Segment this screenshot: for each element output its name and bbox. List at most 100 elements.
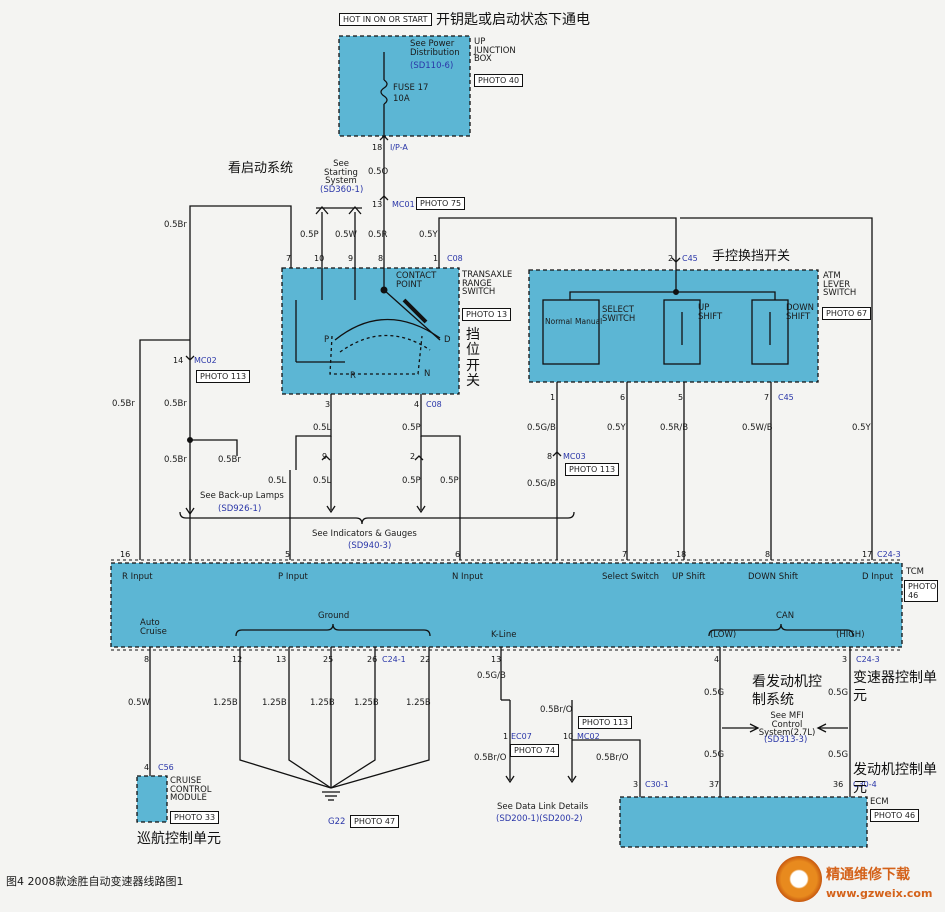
tr-pin-3: 3 bbox=[325, 400, 331, 409]
figure-caption: 图4 2008款途胜自动变速器线路图1 bbox=[6, 875, 184, 888]
tcm-pin-5: 5 bbox=[285, 550, 291, 559]
wire-125b-3: 1.25B bbox=[310, 698, 335, 708]
tr-cn: 挡位开关 bbox=[466, 327, 480, 390]
atm-pin-1: 1 bbox=[550, 393, 556, 402]
watermark-url: www.gzweix.com bbox=[826, 887, 933, 900]
tcm-b-pin-26: 26 bbox=[367, 655, 378, 664]
wire-br-top: 0.5Br bbox=[164, 220, 187, 230]
tcm-p-input: P Input bbox=[278, 572, 308, 582]
atm-manual: Manual bbox=[575, 317, 603, 326]
ecm-conn-b: C30-4 bbox=[853, 780, 877, 789]
tcm-title: TCM bbox=[906, 567, 924, 577]
mfi-see: See MFI Control System(2.7L) bbox=[758, 711, 816, 738]
tcm-pin-8: 8 bbox=[765, 550, 771, 559]
ecm-photo: PHOTO 46 bbox=[870, 809, 920, 822]
tr-pin-10: 10 bbox=[314, 254, 325, 263]
tcm-b-pin-8: 8 bbox=[144, 655, 150, 664]
tcm-pin-7: 7 bbox=[622, 550, 628, 559]
wire-l3: 0.5L bbox=[313, 476, 332, 486]
ec07-conn: EC07 bbox=[511, 732, 532, 741]
ground-photo: PHOTO 47 bbox=[350, 815, 400, 828]
atm-conn-bottom: C45 bbox=[778, 393, 794, 402]
wire-r-top: 0.5R bbox=[368, 230, 388, 240]
tcm-pin-6: 6 bbox=[455, 550, 461, 559]
cruise-conn: C56 bbox=[158, 763, 174, 772]
starting-ref: (SD360-1) bbox=[320, 185, 364, 195]
tcm-select-switch: Select Switch bbox=[602, 572, 660, 582]
atm-select: SELECT SWITCH bbox=[602, 305, 636, 324]
wire-p1: 0.5P bbox=[402, 423, 421, 433]
atm-up: UP SHIFT bbox=[698, 303, 723, 322]
hot-label-cn: 开钥匙或启动状态下通电 bbox=[436, 12, 590, 28]
tcm-kline: K-Line bbox=[491, 630, 517, 640]
wire-125b-4: 1.25B bbox=[354, 698, 379, 708]
tcm-module bbox=[111, 563, 902, 647]
junction-title: UP JUNCTION BOX bbox=[474, 37, 516, 64]
wire-br-lamp: 0.5Br bbox=[218, 455, 241, 465]
mc01-conn: MC01 bbox=[392, 200, 415, 209]
tr-contact: CONTACT POINT bbox=[396, 271, 437, 290]
mfi-cn: 看发动机控制系统 bbox=[752, 674, 822, 708]
wire-br-left: 0.5Br bbox=[112, 399, 135, 409]
atm-pin-5: 5 bbox=[678, 393, 684, 402]
splice-2: 2 bbox=[410, 452, 416, 461]
cruise-photo: PHOTO 33 bbox=[170, 811, 220, 824]
tr-conn-bottom: C08 bbox=[426, 400, 442, 409]
atm-photo: PHOTO 67 bbox=[822, 307, 872, 320]
wire-05g-2: 0.5G bbox=[704, 750, 725, 760]
tr-pin-4: 4 bbox=[414, 400, 420, 409]
wire-bro-1: 0.5Br/O bbox=[540, 705, 573, 715]
cruise-pin: 4 bbox=[144, 763, 150, 772]
wire-125b-1: 1.25B bbox=[213, 698, 238, 708]
tcm-photo: PHOTO 46 bbox=[904, 580, 938, 602]
wire-y3: 0.5Y bbox=[852, 423, 871, 433]
splice-9: 9 bbox=[322, 452, 328, 461]
atm-normal: Normal bbox=[545, 317, 573, 326]
tr-pos-d: D bbox=[444, 335, 451, 345]
mc02b-photo: PHOTO 113 bbox=[578, 716, 633, 729]
tr-pos-n: N bbox=[424, 369, 431, 379]
mc03-conn: MC03 bbox=[563, 452, 586, 461]
tcm-auto-cruise: Auto Cruise bbox=[140, 618, 167, 637]
see-power-ref: (SD110-6) bbox=[410, 61, 454, 71]
wire-p2: 0.5P bbox=[402, 476, 421, 486]
cruise-cn: 巡航控制单元 bbox=[137, 831, 221, 847]
wire-p-top: 0.5P bbox=[300, 230, 319, 240]
tcm-pin-17: 17 bbox=[862, 550, 873, 559]
tcm-r-input: R Input bbox=[122, 572, 153, 582]
backup-ref: (SD926-1) bbox=[218, 504, 262, 514]
indicators-ref: (SD940-3) bbox=[348, 541, 392, 551]
wire-l2: 0.5L bbox=[268, 476, 287, 486]
tr-title: TRANSAXLE RANGE SWITCH bbox=[462, 270, 513, 297]
tcm-conn-top: C24-3 bbox=[877, 550, 901, 559]
wire-bro-3: 0.5Br/O bbox=[596, 753, 629, 763]
tr-conn-top: C08 bbox=[447, 254, 463, 263]
wire-y2: 0.5Y bbox=[607, 423, 626, 433]
tcm-conn-b1: C24-1 bbox=[382, 655, 406, 664]
tcm-b-pin-25: 25 bbox=[323, 655, 334, 664]
wire-05o: 0.5O bbox=[368, 167, 389, 177]
wire-l1: 0.5L bbox=[313, 423, 332, 433]
mc03-pin: 8 bbox=[547, 452, 553, 461]
tr-photo: PHOTO 13 bbox=[462, 308, 512, 321]
ground-id: G22 bbox=[328, 817, 346, 827]
tcm-up-shift: UP Shift bbox=[672, 572, 706, 582]
mc02b-pin: 10 bbox=[563, 732, 574, 741]
starting-cn: 看启动系统 bbox=[228, 161, 294, 176]
tr-pin-1: 1 bbox=[433, 254, 439, 263]
mc01-photo: PHOTO 75 bbox=[416, 197, 466, 210]
tr-pos-r: R bbox=[350, 371, 356, 381]
junction-pin: 18 bbox=[372, 143, 383, 152]
wire-bro-2: 0.5Br/O bbox=[474, 753, 507, 763]
tcm-can: CAN bbox=[776, 611, 795, 621]
fuse-label: FUSE 17 bbox=[393, 83, 429, 93]
wire-gb2: 0.5G/B bbox=[527, 479, 556, 489]
wire-125b-5: 1.25B bbox=[406, 698, 431, 708]
cruise-title: CRUISE CONTROL MODULE bbox=[170, 776, 212, 803]
ecm-conn-a: C30-1 bbox=[645, 780, 669, 789]
tcm-high: (HIGH) bbox=[836, 630, 865, 640]
tcm-b-pin-12: 12 bbox=[232, 655, 243, 664]
tr-pin-7: 7 bbox=[286, 254, 292, 263]
wire-wb: 0.5W/B bbox=[742, 423, 773, 433]
hot-label: HOT IN ON OR START bbox=[339, 13, 432, 26]
